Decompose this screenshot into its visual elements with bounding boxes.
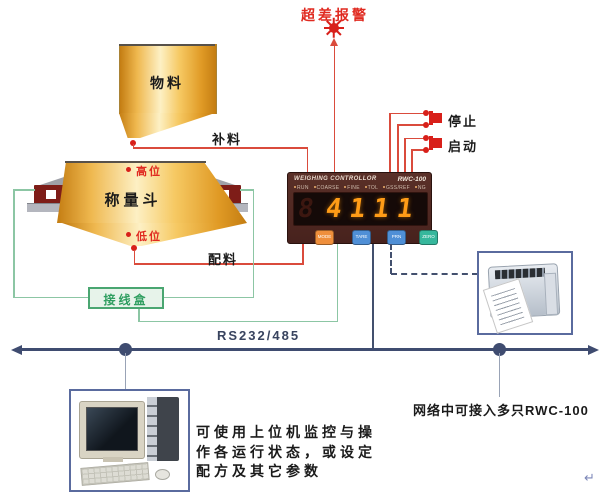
bus-arrow-left-icon — [11, 344, 22, 355]
tower-bays — [147, 397, 157, 461]
wire-alarm — [333, 45, 335, 172]
wire-discharge-v1 — [133, 250, 135, 263]
controller-key-zero: ZERO — [419, 230, 438, 245]
wire-refill-v — [306, 147, 308, 172]
controller-panel: WEIGHING CONTROLLOR RWC-100 RUN COARSE F… — [287, 172, 438, 245]
stop-button-body — [433, 113, 442, 123]
stop-label: 停止 — [448, 114, 479, 129]
wire-start-2v — [411, 149, 413, 172]
wire-cell-right-v — [252, 189, 254, 298]
wire-cell-right-h — [163, 296, 254, 298]
indicator-run: RUN — [294, 185, 309, 191]
pc-note-line-2: 作各运行状态，或设定 — [196, 443, 376, 460]
display-ghost-digit: 8 — [296, 194, 325, 224]
wire-discharge-h — [133, 263, 304, 265]
bus-arrow-right-icon — [588, 344, 599, 355]
refill-label: 补料 — [212, 132, 243, 147]
wire-stop-1h — [389, 112, 425, 114]
wire-printer-dash-h — [391, 273, 478, 275]
load-cell-left-notch — [46, 190, 56, 199]
keyboard — [80, 462, 150, 486]
supply-hopper-cone — [119, 113, 215, 138]
load-cell-left-base — [27, 203, 74, 212]
discharge-dot — [131, 245, 137, 251]
wire-junction-to-controller — [336, 244, 338, 322]
controller-indicator-row: RUN COARSE FINE TOL GSS/REF NG — [294, 185, 426, 191]
supply-hopper-rim — [119, 43, 215, 46]
supply-hopper-label: 物料 — [150, 75, 184, 91]
tower — [147, 397, 179, 461]
pc-note-line-1: 可使用上位机监控与操 — [196, 424, 376, 440]
monitor — [79, 401, 145, 459]
printer-side-panel — [543, 272, 559, 316]
controller-model: RWC-100 — [397, 176, 426, 183]
wire-junction-down — [138, 308, 140, 321]
indicator-gss-ref: GSS/REF — [383, 185, 410, 191]
discharge-label: 配料 — [208, 252, 239, 267]
monitor-screen — [86, 407, 138, 451]
wire-cell-left-v — [13, 189, 15, 298]
controller-key-print: PRN — [387, 230, 406, 245]
weigh-hopper-label: 称量斗 — [104, 192, 162, 209]
controller-key-mode: MODE — [315, 230, 334, 245]
bus-line — [22, 348, 588, 351]
pc-note: 可使用上位机监控与操 作各运行状态，或设定 配方及其它参数 — [196, 423, 376, 482]
junction-box: 接线盒 — [88, 287, 164, 309]
supply-hopper — [119, 44, 217, 114]
stop-terminal-dot-2 — [423, 121, 429, 128]
indicator-coarse: COARSE — [314, 185, 340, 191]
wire-start-1v — [404, 137, 406, 173]
wire-refill-stub — [132, 144, 134, 148]
indicator-tol: TOL — [365, 185, 379, 191]
wire-start-2h — [411, 149, 425, 151]
drop-line-pc — [125, 353, 126, 390]
drop-line-network — [499, 353, 500, 397]
wire-junction-h — [138, 320, 338, 322]
start-button-icon — [429, 136, 433, 150]
stop-button-icon — [429, 111, 433, 125]
high-level-label: 高位 — [136, 166, 162, 178]
pc-box — [69, 389, 190, 492]
display-value: 4111 — [324, 194, 424, 224]
alarm-label: 超差报警 — [301, 7, 369, 23]
mouse — [155, 469, 170, 480]
indicator-ng: NG — [415, 185, 426, 191]
start-button-body — [433, 138, 442, 148]
wire-controller-bus — [372, 244, 374, 348]
start-label: 启动 — [448, 139, 479, 154]
weigh-hopper-rim — [65, 161, 206, 163]
monitor-stand — [103, 457, 123, 462]
high-level-dot — [126, 167, 131, 172]
alarm-arrow-icon — [330, 38, 338, 46]
display-window: 8 4111 — [293, 192, 428, 226]
alarm-lamp-icon — [324, 18, 344, 38]
wire-discharge-v2 — [302, 243, 304, 264]
controller-key-tare: TARE — [352, 230, 371, 245]
wire-printer-dash-v — [390, 244, 392, 274]
low-level-label: 低位 — [136, 231, 162, 243]
network-note: 网络中可接入多只RWC-100 — [413, 403, 589, 418]
wire-cell-right-stub — [240, 189, 254, 191]
start-terminal-dot-1 — [423, 135, 429, 141]
wire-cell-left-stub — [13, 189, 35, 191]
low-level-dot — [126, 232, 131, 237]
pc-note-line-3: 配方及其它参数 — [196, 463, 322, 479]
bus-label: RS232/485 — [217, 328, 301, 343]
wire-refill-h — [133, 147, 308, 149]
controller-header: WEIGHING CONTROLLOR — [294, 176, 377, 182]
return-mark: ↵ — [584, 470, 595, 485]
refill-dot — [130, 140, 136, 146]
bus-node-pc — [119, 343, 132, 356]
start-terminal-dot-2 — [423, 146, 429, 153]
wire-stop-2v — [397, 124, 399, 172]
wire-stop-1v — [389, 112, 391, 173]
printer-box — [477, 251, 573, 335]
indicator-fine: FINE — [344, 185, 360, 191]
wire-start-1h — [404, 137, 425, 139]
wire-cell-left-h — [13, 296, 88, 298]
wire-stop-2h — [397, 124, 425, 126]
stop-terminal-dot-1 — [423, 110, 429, 116]
bus-node-network — [493, 343, 506, 356]
